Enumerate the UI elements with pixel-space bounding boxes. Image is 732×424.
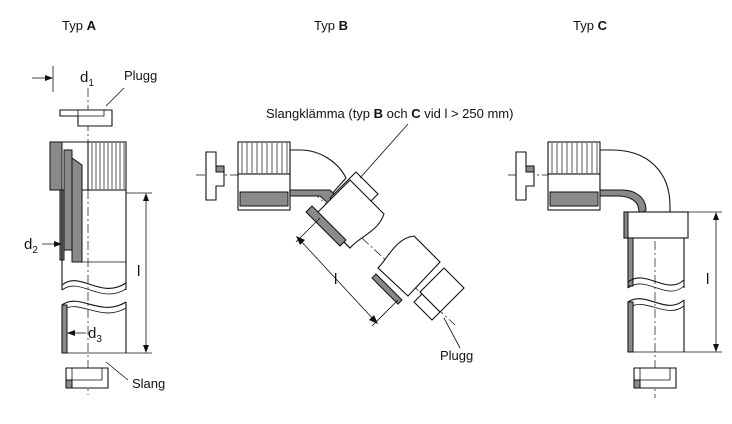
type-a-top-plug xyxy=(59,109,113,127)
type-b-side-plug xyxy=(205,151,225,201)
clamp-note: Slangklämma (typ B och C vid l > 250 mm) xyxy=(266,106,513,121)
type-c-drawing xyxy=(508,141,722,398)
plugg-b-leader xyxy=(443,317,461,349)
type-c-bottom-plug xyxy=(633,367,677,389)
clamp-leader xyxy=(359,123,409,179)
type-b-plug xyxy=(413,267,465,321)
type-a-body xyxy=(59,149,127,295)
l-label-a: l xyxy=(137,263,140,280)
type-b-nut xyxy=(237,141,291,211)
plugg-label-a: Plugg xyxy=(124,68,157,83)
type-c-clamp xyxy=(623,211,689,239)
plugg-label-b: Plugg xyxy=(440,348,473,363)
type-a-lower-tube xyxy=(61,300,152,354)
l-label-b: l xyxy=(334,271,337,288)
type-a-header: Typ A xyxy=(62,18,97,33)
d2-label: d2 xyxy=(24,236,38,256)
l-label-c: l xyxy=(706,271,709,288)
d3-label: d3 xyxy=(88,325,102,345)
type-c-nut xyxy=(547,141,601,211)
type-a-nut xyxy=(49,141,127,191)
type-c-header: Typ C xyxy=(573,18,608,33)
type-b-drawing xyxy=(196,123,465,349)
slang-leader xyxy=(105,361,129,381)
type-b-lower-tube xyxy=(371,235,441,305)
plugg-a-leader xyxy=(105,87,125,107)
type-b-header: Typ B xyxy=(314,18,348,33)
type-a-drawing xyxy=(32,66,152,395)
type-c-tube xyxy=(627,237,722,353)
type-c-side-plug xyxy=(515,151,535,201)
d1-label: d1 xyxy=(80,69,94,89)
type-c-elbow xyxy=(599,149,671,218)
type-b-upper-tube xyxy=(305,179,385,249)
type-a-bottom-plug xyxy=(65,367,109,389)
slang-label: Slang xyxy=(132,376,165,391)
